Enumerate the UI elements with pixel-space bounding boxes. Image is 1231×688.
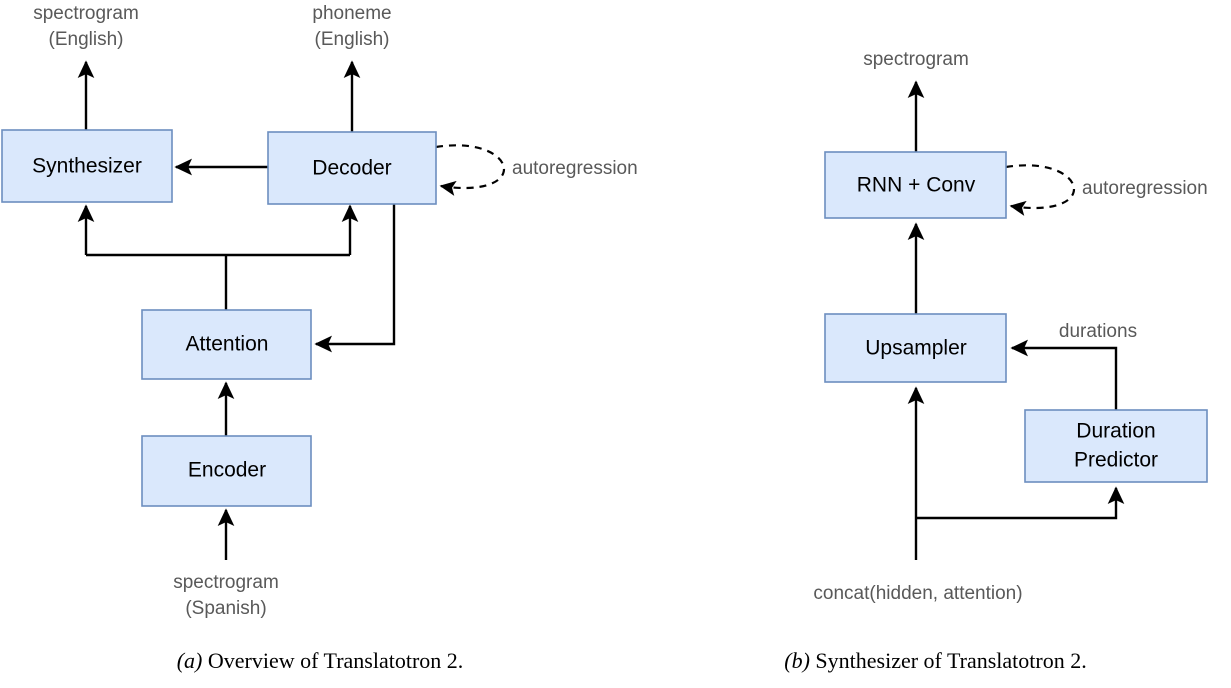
- node-synthesizer-label: Synthesizer: [32, 155, 142, 178]
- edge-input-branch-to-durationpredictor: [916, 486, 1125, 520]
- label-autoregression: autoregression: [512, 158, 638, 179]
- panel-b-autoregression-loop: [1005, 164, 1076, 216]
- node-synthesizer[interactable]: Synthesizer: [1, 129, 173, 203]
- caption-b-tag: (b): [784, 648, 810, 673]
- label-autoregression: autoregression: [1082, 178, 1208, 199]
- caption-a-tag: (a): [176, 648, 203, 673]
- label-input-spectrogram-line1: spectrogram: [173, 572, 279, 593]
- label-output-spectrogram: spectrogram: [863, 49, 969, 70]
- node-upsampler[interactable]: Upsampler: [824, 313, 1007, 383]
- panel-b-annotations: spectrogram autoregression durations con…: [813, 49, 1207, 604]
- label-output-spectrogram-line1: spectrogram: [33, 3, 139, 24]
- node-attention[interactable]: Attention: [141, 309, 312, 380]
- node-encoder[interactable]: Encoder: [141, 435, 312, 507]
- node-decoder-label: Decoder: [312, 157, 391, 180]
- label-output-spectrogram-line2: (English): [49, 29, 124, 50]
- panel-a-annotations: spectrogram (English) phoneme (English) …: [33, 3, 638, 619]
- node-duration-predictor-label-line2: Predictor: [1074, 449, 1158, 472]
- caption-panel-a: (a) Overview of Translatotron 2.: [0, 648, 640, 674]
- node-upsampler-label: Upsampler: [865, 337, 967, 360]
- node-rnn-conv-label: RNN + Conv: [857, 174, 976, 197]
- label-output-phoneme-line2: (English): [315, 29, 390, 50]
- label-output-phoneme-line1: phoneme: [312, 3, 391, 24]
- panel-b-nodes: RNN + Conv Upsampler Duration Predictor: [824, 151, 1208, 483]
- node-decoder[interactable]: Decoder: [267, 131, 437, 205]
- label-input-concat: concat(hidden, attention): [813, 583, 1022, 604]
- panel-a-autoregression-loop: [435, 144, 506, 196]
- caption-a-text: Overview of Translatotron 2.: [202, 648, 464, 673]
- autoregression-loop-path: [1005, 164, 1076, 216]
- caption-panel-b: (b) Synthesizer of Translatotron 2.: [640, 648, 1231, 674]
- label-input-spectrogram-line2: (Spanish): [185, 598, 266, 619]
- edge-decoder-to-attention: [314, 204, 396, 353]
- node-duration-predictor[interactable]: Duration Predictor: [1024, 409, 1208, 483]
- node-attention-label: Attention: [186, 333, 269, 356]
- panel-b-edges: [907, 80, 1125, 560]
- label-durations: durations: [1059, 321, 1137, 342]
- node-rnn-conv[interactable]: RNN + Conv: [824, 151, 1007, 219]
- caption-b-text: Synthesizer of Translatotron 2.: [809, 648, 1087, 673]
- edge-durationpredictor-to-upsampler: [1010, 339, 1118, 410]
- panel-a-nodes: Synthesizer Decoder Attention Encoder: [1, 129, 437, 507]
- node-duration-predictor-label-line1: Duration: [1076, 420, 1155, 443]
- panel-a-edges: [77, 60, 396, 560]
- autoregression-loop-path: [435, 144, 506, 196]
- node-encoder-label: Encoder: [188, 459, 266, 482]
